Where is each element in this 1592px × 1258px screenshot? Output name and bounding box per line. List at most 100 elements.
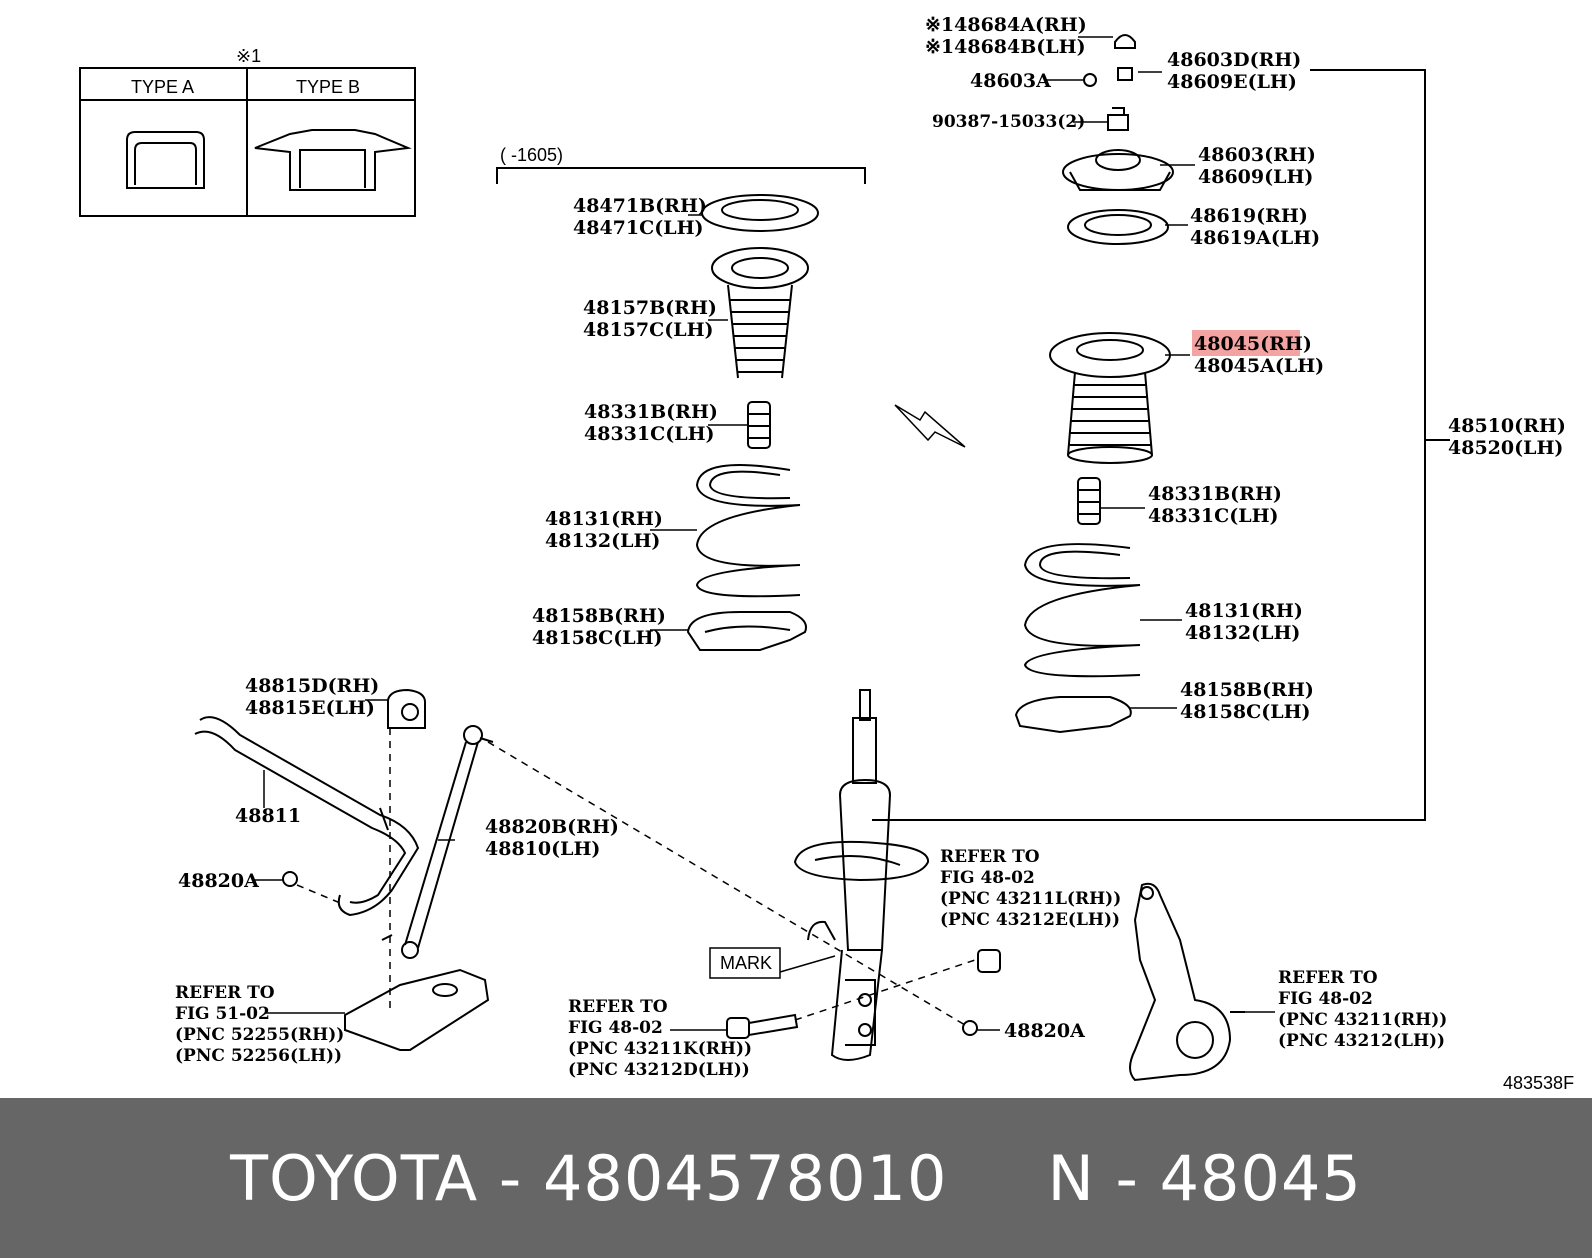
svg-text:FIG 48-02: FIG 48-02 — [1278, 989, 1373, 1009]
refer-block-subframe: REFER TO FIG 51-02 (PNC 52255(RH)) (PNC … — [175, 983, 344, 1066]
svg-text:REFER TO: REFER TO — [940, 847, 1040, 867]
bump-stop-left — [747, 401, 771, 449]
nut-right-top — [1117, 67, 1133, 81]
bump-stop-right — [1077, 477, 1101, 525]
svg-text:(PNC 43212E(LH)): (PNC 43212E(LH)) — [940, 910, 1120, 930]
type-a-label: TYPE A — [131, 77, 194, 97]
cap-rh-label: ※148684A(RH) — [925, 14, 1087, 36]
nut-rh-label: 48603D(RH) — [1167, 49, 1301, 71]
link-lh-label: 48810(LH) — [485, 838, 600, 860]
dust-boot-rh-label: 48157B(RH) — [583, 297, 717, 319]
stabilizer-bushing — [387, 688, 426, 729]
svg-text:REFER TO: REFER TO — [1278, 968, 1378, 988]
spring-right-rh-label: 48131(RH) — [1185, 600, 1303, 622]
strut-mount — [1062, 149, 1174, 191]
highlight-box — [1192, 330, 1300, 356]
mark-box — [709, 947, 781, 979]
link-nut-left — [282, 871, 298, 887]
insulator-lh-label: 48045A(LH) — [1194, 355, 1324, 377]
bump-stop-right-lh-label: 48331C(LH) — [1148, 505, 1279, 527]
link-rh-label: 48820B(RH) — [485, 816, 619, 838]
parts-diagram: MARK ※1 TYPE A TYPE B ( -1605) 48471B(RH… — [79, 14, 1574, 1093]
range-bracket — [496, 167, 866, 184]
svg-text:(PNC 43212D(LH)): (PNC 43212D(LH)) — [568, 1060, 750, 1080]
leader-lines — [255, 36, 1275, 1031]
assy-bracket — [872, 69, 1426, 821]
nut-left-label: 48820A — [178, 870, 259, 892]
spring-lh-label: 48132(LH) — [545, 530, 660, 552]
type-b-label: TYPE B — [296, 77, 360, 97]
nut-lh-label: 48609E(LH) — [1167, 71, 1297, 93]
shock-absorber — [793, 689, 929, 1061]
cap-lh-label: ※148684B(LH) — [925, 36, 1086, 58]
strut-nut — [977, 949, 1001, 973]
insulator-rh-label: 48045(RH) — [1194, 333, 1312, 355]
svg-text:(PNC 43211L(RH)): (PNC 43211L(RH)) — [940, 889, 1121, 909]
refer-block-bolt: REFER TO FIG 48-02 (PNC 43211K(RH)) (PNC… — [568, 997, 752, 1080]
footer-bar: TOYOTA - 4804578010 N - 48045 — [0, 1098, 1592, 1258]
refer-block-nut: REFER TO FIG 48-02 (PNC 43211L(RH)) (PNC… — [940, 847, 1121, 930]
coil-spring-left — [695, 464, 801, 598]
upper-seat-lh-label: 48471C(LH) — [573, 217, 704, 239]
lower-seat-right-lh-label: 48158C(LH) — [1180, 701, 1311, 723]
spring-right-lh-label: 48132(LH) — [1185, 622, 1300, 644]
bearing-right — [1067, 209, 1169, 245]
bushing-lh-label: 48815E(LH) — [245, 697, 375, 719]
steering-knuckle — [1129, 882, 1245, 1082]
figure-code: 483538F — [1503, 1073, 1574, 1093]
bushing-rh-label: 48815D(RH) — [245, 675, 379, 697]
bump-stop-rh-label: 48331B(RH) — [584, 401, 718, 423]
spring-insulator-right — [1049, 332, 1171, 464]
cap-right — [1114, 34, 1136, 49]
type-note: ※1 — [236, 46, 261, 66]
stabilizer-link — [381, 725, 494, 959]
bump-stop-lh-label: 48331C(LH) — [584, 423, 715, 445]
coil-spring-right — [1023, 543, 1141, 678]
svg-text:(PNC 43211(RH)): (PNC 43211(RH)) — [1278, 1010, 1447, 1030]
nut-single-label: 48603A — [970, 70, 1051, 92]
svg-text:FIG 48-02: FIG 48-02 — [568, 1018, 663, 1038]
stud-label: 90387-15033(2) — [932, 112, 1085, 132]
svg-text:(PNC 43212(LH)): (PNC 43212(LH)) — [1278, 1031, 1445, 1051]
footer-part-number: TOYOTA - 4804578010 — [230, 1141, 948, 1215]
dashed-lines — [296, 728, 976, 1026]
svg-text:(PNC 43211K(RH)): (PNC 43211K(RH)) — [568, 1039, 752, 1059]
strut-bolt — [726, 1013, 799, 1039]
mount-rh-label: 48603(RH) — [1198, 144, 1316, 166]
stabilizer-bar — [194, 716, 420, 917]
nut-single — [1083, 73, 1097, 87]
dust-boot-left — [711, 247, 809, 379]
lower-seat-right-rh-label: 48158B(RH) — [1180, 679, 1314, 701]
svg-text:FIG 51-02: FIG 51-02 — [175, 1004, 270, 1024]
refer-block-knuckle: REFER TO FIG 48-02 (PNC 43211(RH)) (PNC … — [1278, 968, 1447, 1051]
link-nut-right — [962, 1020, 978, 1036]
lower-seat-lh-label: 48158C(LH) — [532, 627, 663, 649]
dust-boot-lh-label: 48157C(LH) — [583, 319, 714, 341]
direction-arrow — [894, 404, 966, 448]
lower-seat-left — [686, 611, 807, 651]
svg-text:(PNC 52255(RH)): (PNC 52255(RH)) — [175, 1025, 344, 1045]
subframe-bracket — [344, 968, 490, 1051]
stud-bolt — [1107, 107, 1129, 131]
bar-label: 48811 — [235, 805, 301, 827]
footer-pnc: N - 48045 — [1047, 1141, 1362, 1215]
bump-stop-right-rh-label: 48331B(RH) — [1148, 483, 1282, 505]
svg-text:FIG 48-02: FIG 48-02 — [940, 868, 1035, 888]
assy-lh-label: 48520(LH) — [1448, 437, 1563, 459]
bracket-range: ( -1605) — [500, 145, 563, 165]
nut-right-label: 48820A — [1004, 1020, 1085, 1042]
svg-text:(PNC 52256(LH)): (PNC 52256(LH)) — [175, 1046, 342, 1066]
bearing-rh-label: 48619(RH) — [1190, 205, 1308, 227]
lower-seat-right — [1014, 696, 1132, 734]
svg-text:REFER TO: REFER TO — [175, 983, 275, 1003]
type-box — [79, 67, 416, 217]
lower-seat-rh-label: 48158B(RH) — [532, 605, 666, 627]
upper-seat-rh-label: 48471B(RH) — [573, 195, 707, 217]
svg-text:REFER TO: REFER TO — [568, 997, 668, 1017]
bearing-lh-label: 48619A(LH) — [1190, 227, 1320, 249]
spring-rh-label: 48131(RH) — [545, 508, 663, 530]
upper-seat-left — [701, 194, 819, 232]
assy-rh-label: 48510(RH) — [1448, 415, 1566, 437]
mark-label: MARK — [720, 953, 772, 973]
mount-lh-label: 48609(LH) — [1198, 166, 1313, 188]
